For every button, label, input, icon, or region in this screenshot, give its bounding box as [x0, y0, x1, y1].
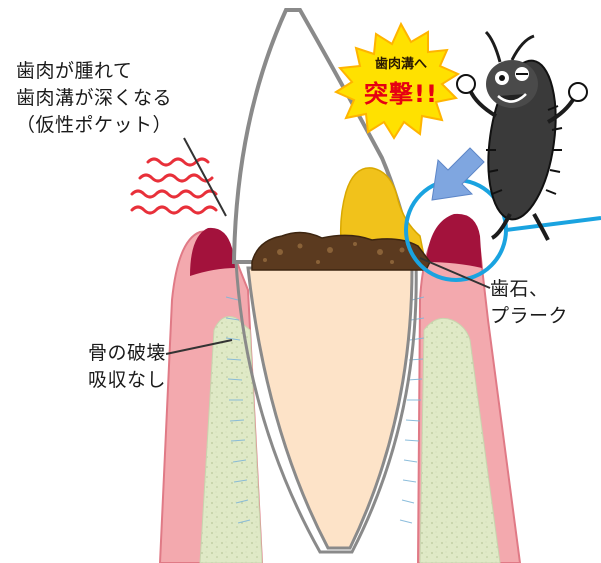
bone-leader-line [165, 339, 233, 355]
ligament-fibers-right [399, 296, 425, 524]
calculus-line1: 歯石、 [490, 278, 549, 300]
tooth-root-outline [234, 261, 418, 554]
gum-swelling-label: 歯肉が腫れて 歯肉溝が深くなる （仮性ポケット） [16, 58, 172, 139]
tooth-root [246, 266, 414, 550]
bacteria-mascot-icon [456, 30, 588, 241]
burst-text-line1: 歯肉溝へ [374, 57, 427, 72]
right-gum-tip [426, 213, 482, 268]
left-gum-tip [190, 227, 236, 276]
calculus-leader-line [419, 257, 491, 289]
down-left-arrow-icon [431, 147, 485, 201]
bone-line2: 吸収なし [88, 369, 167, 391]
calculus-speckles [263, 242, 405, 264]
left-bone [199, 316, 263, 563]
burst-text-line2: 突撃!! [364, 80, 438, 108]
bone-label: 骨の破壊 吸収なし [88, 340, 166, 394]
gum-swelling-line3: （仮性ポケット） [16, 114, 173, 136]
ligament-fibers-left [225, 296, 251, 524]
calculus-line2: プラーク [490, 305, 569, 327]
starburst-bubble [333, 21, 461, 140]
gum-swelling-line1: 歯肉が腫れて [16, 60, 133, 82]
highlight-connector [505, 216, 601, 232]
calculus-label: 歯石、 プラーク [490, 276, 568, 330]
wavy-lines-icon [130, 157, 218, 215]
gum-swelling-line2: 歯肉溝が深くなる [16, 87, 173, 109]
right-bone [419, 317, 501, 563]
gum-leader-line [183, 137, 227, 217]
bone-line1: 骨の破壊 [88, 342, 167, 364]
